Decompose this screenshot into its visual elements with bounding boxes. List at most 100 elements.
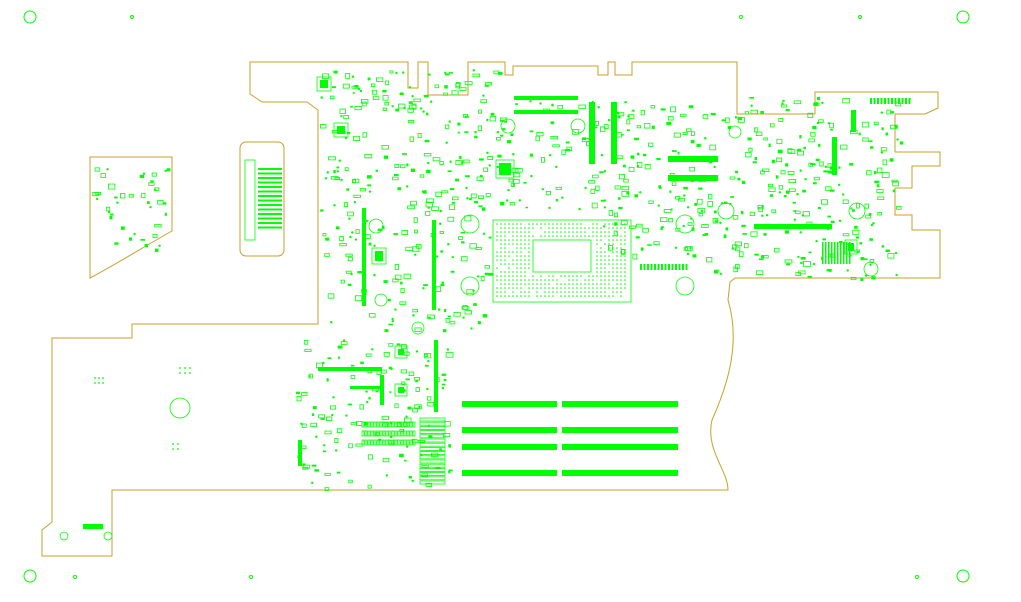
pad — [177, 448, 179, 450]
passive-pad — [869, 146, 874, 149]
cpu-die-outline — [532, 239, 592, 273]
pad — [158, 244, 161, 247]
passive-component — [891, 179, 898, 183]
passive-pad — [479, 158, 484, 161]
passive-pad — [144, 243, 148, 248]
pad — [172, 443, 174, 445]
ic-die — [398, 387, 404, 393]
passive-component — [749, 211, 755, 217]
pad — [520, 247, 522, 249]
passive-pad — [383, 280, 388, 284]
pad — [544, 223, 546, 225]
pad — [576, 223, 578, 225]
pad — [600, 291, 602, 293]
passive-component — [324, 487, 330, 491]
pad — [600, 247, 602, 249]
passive-component — [340, 279, 345, 284]
pad — [584, 291, 586, 293]
connector-pin — [685, 264, 688, 270]
passive-component — [590, 188, 596, 194]
passive-pad — [827, 215, 831, 218]
passive-component — [595, 185, 600, 191]
passive-pad — [763, 232, 767, 236]
passive-component — [469, 243, 477, 249]
passive-component — [600, 126, 606, 133]
passive-component — [396, 422, 402, 427]
passive-component — [330, 176, 339, 180]
pad — [462, 316, 465, 319]
pad — [608, 223, 610, 225]
pad — [624, 223, 626, 225]
passive-component — [367, 368, 373, 374]
pad — [536, 279, 538, 281]
pad — [608, 263, 610, 265]
passive-pad — [876, 184, 880, 187]
passive-component — [445, 318, 451, 323]
passive-pad — [441, 373, 447, 376]
pad — [512, 152, 515, 156]
pad-stack-cell — [419, 446, 446, 451]
pad — [524, 239, 526, 241]
pad — [500, 275, 502, 277]
passive-component — [407, 205, 415, 210]
pad — [544, 283, 546, 285]
pad — [532, 223, 534, 225]
connector-pin — [643, 264, 646, 270]
passive-component — [407, 107, 415, 113]
pad — [841, 193, 845, 196]
pad — [449, 160, 452, 163]
passive-pad — [808, 251, 812, 254]
passive-pad — [388, 366, 392, 370]
pad — [552, 287, 554, 289]
passive-pad — [464, 115, 469, 118]
pad — [426, 387, 429, 391]
pad — [596, 259, 598, 261]
passive-pad — [525, 206, 529, 209]
passive-component — [709, 144, 717, 151]
passive-pad — [647, 244, 652, 246]
smd-pad — [373, 421, 377, 428]
passive-component — [439, 231, 444, 234]
passive-component — [426, 198, 434, 204]
pad — [406, 185, 409, 188]
passive-component — [648, 142, 654, 147]
pad — [520, 243, 522, 245]
pad — [528, 251, 530, 253]
pad — [686, 252, 690, 256]
passive-pad — [320, 96, 323, 99]
passive-component — [411, 438, 418, 444]
passive-component — [449, 204, 456, 211]
pad — [504, 243, 506, 245]
passive-component — [431, 452, 439, 458]
pad-stack-cell — [419, 425, 446, 430]
passive-component — [324, 430, 332, 435]
passive-pad — [784, 230, 789, 234]
pad — [588, 291, 590, 293]
pad — [894, 251, 898, 255]
pad — [516, 255, 518, 257]
pad — [624, 263, 626, 265]
passive-pad — [367, 184, 372, 187]
connector-pad-row — [350, 386, 380, 389]
pad — [560, 291, 562, 293]
passive-component — [733, 266, 738, 273]
pad — [405, 445, 409, 448]
passive-component — [663, 209, 672, 213]
pad — [512, 235, 514, 237]
passive-pad — [786, 263, 791, 266]
smd-pad — [364, 439, 368, 446]
passive-component — [636, 161, 643, 168]
pad — [604, 279, 606, 281]
passive-pad — [617, 197, 621, 200]
pad — [896, 138, 899, 141]
pad — [596, 283, 598, 285]
passive-component — [439, 161, 444, 165]
pad — [324, 177, 328, 180]
passive-component — [372, 96, 380, 100]
passive-pad — [473, 303, 477, 306]
pad — [564, 295, 566, 297]
pad — [560, 223, 562, 225]
passive-component — [381, 369, 387, 374]
